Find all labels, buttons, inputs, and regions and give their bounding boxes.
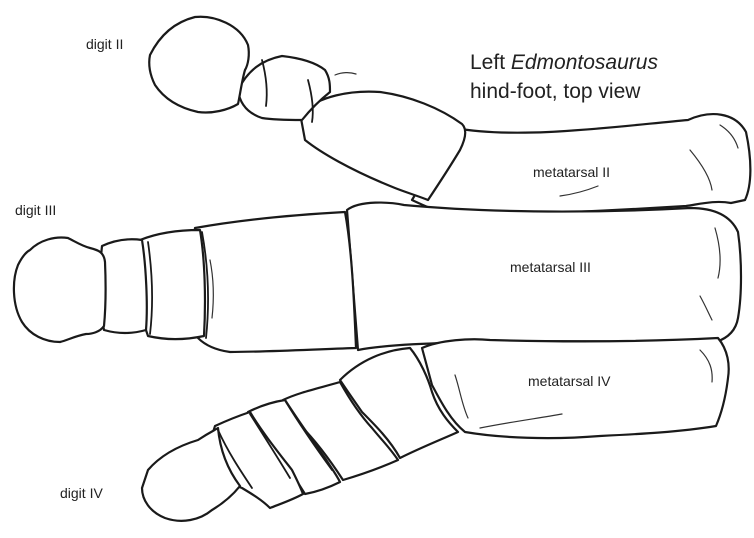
title-line-1: Left Edmontosaurus (470, 48, 658, 77)
label-metatarsal-ii: metatarsal II (533, 164, 610, 180)
digit-iii-phalanx-3 (140, 230, 205, 339)
digit-iii-phalanx-2 (100, 239, 147, 333)
label-metatarsal-iii: metatarsal III (510, 259, 591, 275)
title-prefix: Left (470, 51, 505, 74)
label-metatarsal-iv: metatarsal IV (528, 373, 610, 389)
digit-iii-phalanx-4 (192, 212, 356, 352)
label-digit-iv: digit IV (60, 485, 103, 501)
digit-ii-phalanx-1 (149, 17, 249, 113)
metatarsal-iii-bone (347, 203, 741, 350)
figure-title: Left Edmontosaurus hind-foot, top view (470, 48, 658, 106)
label-digit-iii: digit III (15, 202, 56, 218)
title-line-2: hind-foot, top view (470, 77, 658, 106)
digit-iii-phalanx-1 (14, 238, 106, 343)
label-digit-ii: digit II (86, 36, 123, 52)
title-genus: Edmontosaurus (511, 51, 658, 74)
